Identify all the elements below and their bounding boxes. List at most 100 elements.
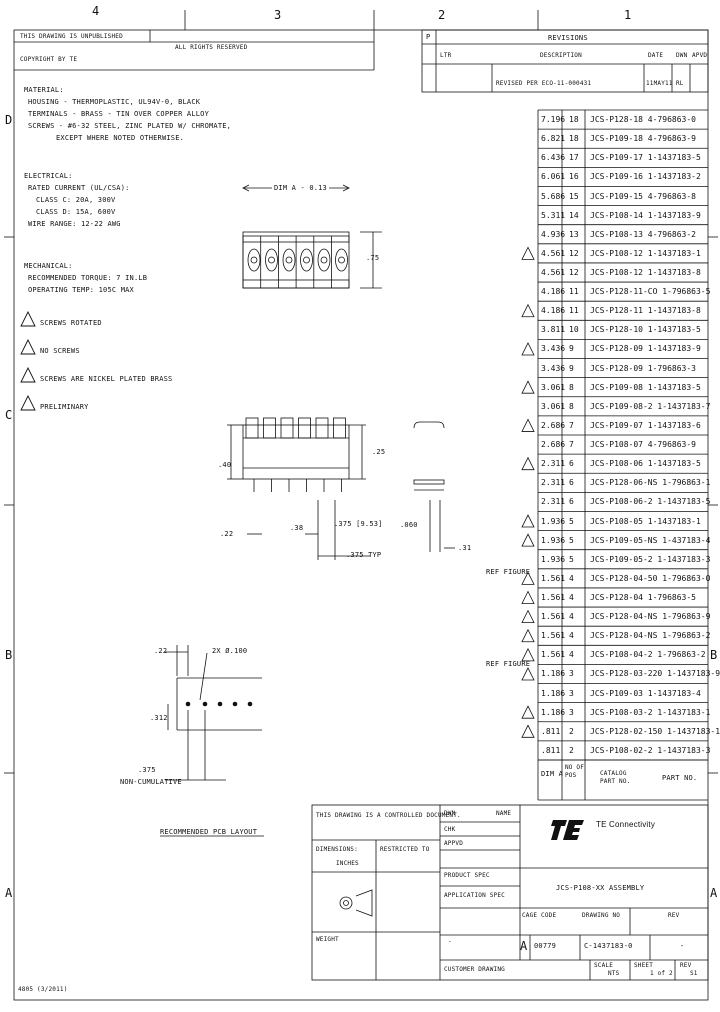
table-cell-dim: 3.436	[541, 363, 566, 373]
application-spec-label: APPLICATION SPEC	[444, 892, 505, 899]
dwn-header: DWN	[676, 52, 688, 59]
table-cell-ckt: 5	[569, 516, 574, 526]
te-logo-icon	[551, 820, 584, 840]
electrical-heading: ELECTRICAL:	[24, 172, 73, 180]
table-cell-ckt: 2	[569, 726, 574, 736]
table-cell-dim: 1.186	[541, 688, 566, 698]
pcb-dim-375: .375	[138, 766, 156, 774]
table-cell-ckt: 13	[569, 229, 579, 239]
dim-22: .22	[220, 530, 234, 538]
zone-c: C	[5, 408, 13, 422]
table-cell-ckt: 12	[569, 268, 579, 277]
ref-figure-a: REF FIGURE	[486, 568, 531, 576]
table-cell-part: JCS-P128-06-NS 1-796863-1	[590, 478, 711, 488]
row-flag-icon	[521, 724, 535, 738]
screw-icon	[282, 248, 296, 272]
table-cell-dim: 5.311	[541, 210, 566, 220]
pcb-layout	[160, 645, 264, 837]
table-cell-part: JCS-P128-02-150 1-1437183-1	[590, 726, 720, 736]
note-flag-4-text: PRELIMINARY	[40, 403, 89, 411]
screw-icon	[317, 248, 331, 272]
note-flag-2	[20, 338, 36, 355]
table-cell-ckt: 5	[569, 535, 574, 545]
table-cell-part: JCS-P128-10 1-1437183-5	[590, 325, 701, 335]
row-flag-icon	[521, 418, 535, 432]
name-label: NAME	[496, 810, 512, 817]
table-cell-ckt: 10	[569, 325, 579, 335]
table-cell-part: JCS-P108-04-2 1-796863-2	[590, 650, 706, 660]
cage-code: 00779	[534, 942, 557, 950]
screw-icon	[300, 248, 313, 272]
rev-label: REV	[668, 912, 680, 919]
sheet-label: SHEET	[634, 962, 654, 969]
dim-pitch: .375 [9.53]	[334, 520, 383, 528]
zone-a: A	[5, 886, 13, 900]
row-flag-icon	[521, 609, 535, 624]
pcb-holes	[185, 701, 253, 707]
table-cell-part: JCS-P109-16 1-1437183-2	[590, 172, 701, 182]
table-header-catalog: CATALOG PART NO.	[600, 770, 631, 785]
table-cell-part: JCS-P128-04 1-796863-5	[590, 593, 696, 602]
table-cell-part: JCS-P109-08 1-1437183-5	[590, 382, 701, 392]
front-view-connector	[227, 417, 370, 560]
dwn-label: DWN	[444, 810, 456, 817]
scale-value: NTS	[608, 970, 620, 977]
dim-25: .25	[372, 448, 386, 456]
note-flag-1	[20, 310, 36, 327]
screw-icon	[265, 248, 278, 272]
drawing-number: C-1437183-0	[584, 942, 633, 950]
row-flag-icon	[521, 571, 535, 585]
desc-header: DESCRIPTION	[540, 52, 582, 59]
pcb-noncum: NON-CUMULATIVE	[120, 778, 182, 786]
weight-dash: -	[448, 938, 452, 945]
table-cell-dim: 4.186	[541, 287, 566, 297]
row-flag-icon	[521, 514, 535, 528]
table-cell-part: JCS-P108-02-2 1-1437183-3	[590, 745, 711, 755]
table-cell-dim: 1.936	[541, 516, 566, 526]
row-flag-icon	[521, 342, 535, 356]
ref-figure-b: REF FIGURE	[486, 660, 531, 668]
table-cell-ckt: 3	[569, 707, 574, 717]
table-cell-part: JCS-P108-14 1-1437183-9	[590, 210, 701, 220]
drawing-title: JCS-P108-XX ASSEMBLY	[556, 884, 645, 892]
table-cell-dim: 4.186	[541, 306, 566, 316]
table-cell-ckt: 18	[569, 115, 579, 125]
table-cell-ckt: 11	[569, 306, 579, 316]
row-flag-icon	[521, 667, 535, 681]
note-flag-2-text: NO SCREWS	[40, 347, 80, 355]
note-flag-3-text: SCREWS ARE NICKEL PLATED BRASS	[40, 375, 173, 383]
table-cell-dim: 6.061	[541, 172, 566, 182]
pcb-dim-312: .312	[150, 714, 168, 722]
dimensions-label: DIMENSIONS:	[316, 846, 358, 853]
table-cell-ckt: 16	[569, 172, 579, 182]
zone-4: 4	[92, 4, 100, 18]
table-cell-part: JCS-P109-08-2 1-1437183-7	[590, 401, 711, 411]
dim-75: .75	[366, 254, 380, 262]
row-flag-icon	[521, 590, 535, 604]
table-cell-part: JCS-P109-15 4-796863-8	[590, 191, 696, 201]
table-cell-ckt: 6	[569, 459, 574, 469]
table-cell-part: JCS-P109-07 1-1437183-6	[590, 420, 701, 430]
table-cell-ckt: 4	[569, 612, 574, 622]
table-header-part: PART NO.	[662, 774, 698, 782]
zone-a-right: A	[710, 886, 718, 900]
appvd-label: APPVD	[444, 840, 464, 847]
table-cell-part: JCS-P128-04-NS 1-796863-2	[590, 631, 711, 641]
cage-code-label: CAGE CODE	[522, 912, 557, 919]
table-cell-ckt: 4	[569, 650, 574, 660]
rev-value: S1	[690, 970, 698, 977]
table-cell-ckt: 11	[569, 287, 579, 297]
mechanical-line-2: OPERATING TEMP: 105C MAX	[28, 286, 134, 294]
mechanical-heading: MECHANICAL:	[24, 262, 73, 270]
table-cell-ckt: 2	[569, 745, 574, 755]
ltr-header: LTR	[440, 52, 452, 59]
table-cell-part: JCS-P109-17 1-1437183-5	[590, 153, 701, 163]
table-cell-dim: 1.936	[541, 554, 566, 564]
table-cell-dim: .811	[541, 726, 561, 736]
electrical-line-4: WIRE RANGE: 12-22 AWG	[28, 220, 121, 228]
table-cell-dim: 4.936	[541, 229, 566, 239]
sheet-size: A	[520, 939, 528, 953]
table-cell-part: JCS-P108-06 1-1437183-5	[590, 459, 701, 469]
table-cell-dim: 5.686	[541, 191, 566, 201]
